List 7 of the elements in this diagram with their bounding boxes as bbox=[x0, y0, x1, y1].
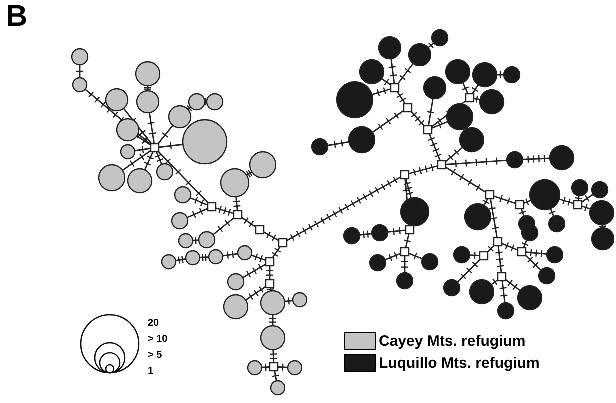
size-scale-label: 20 bbox=[148, 317, 160, 331]
size-scale-label: > 5 bbox=[148, 349, 164, 363]
legend-label: Luquillo Mts. refugium bbox=[379, 356, 540, 370]
legend-label: Cayey Mts. refugium bbox=[379, 334, 526, 348]
size-scale-label: 1 bbox=[148, 365, 155, 379]
size-scale-label: > 10 bbox=[148, 333, 168, 347]
panel-letter: B bbox=[6, 2, 28, 32]
